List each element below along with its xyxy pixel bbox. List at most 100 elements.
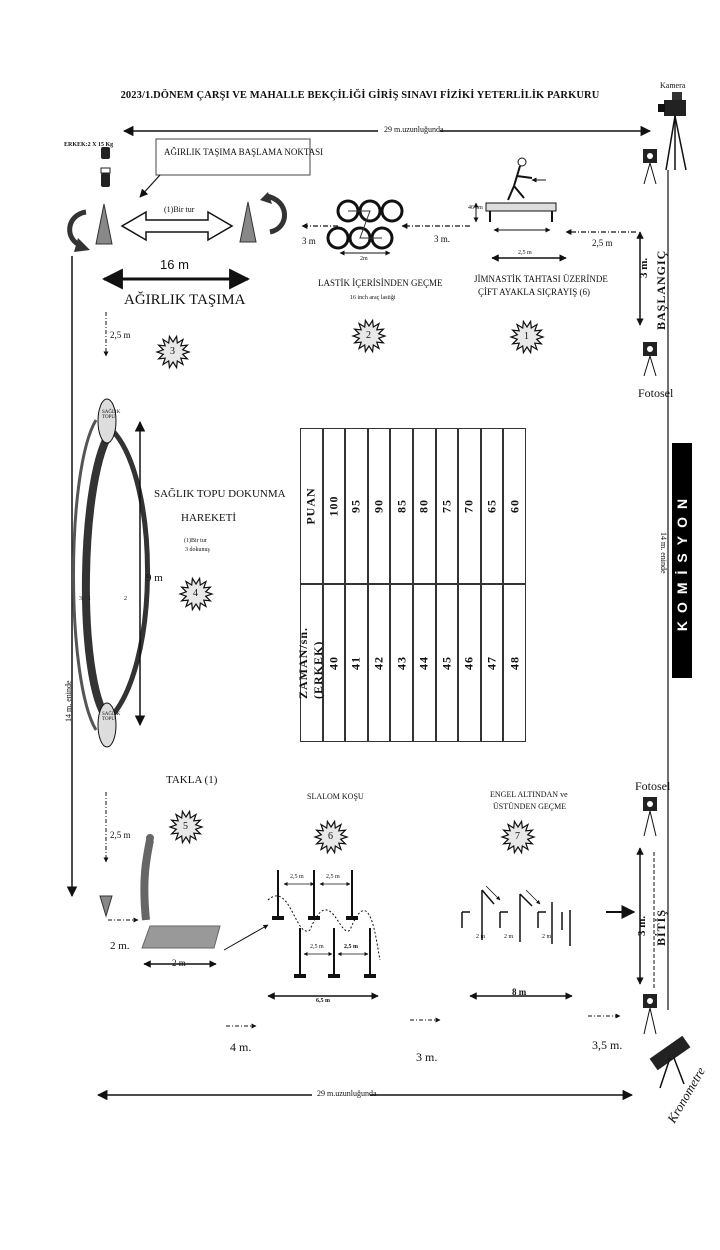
table-cell-puan-text: 65 bbox=[484, 499, 499, 513]
left-14m-label: 14 m. eninde bbox=[64, 680, 73, 722]
hurdle-dim-c: 2 m bbox=[542, 934, 552, 940]
commission-panel: KOMİSYON bbox=[672, 443, 692, 678]
start-fotosel-icon bbox=[643, 149, 657, 377]
dim-2m-mat: 2 m bbox=[172, 958, 186, 968]
chronometer-icon bbox=[649, 1035, 691, 1089]
weights-icon bbox=[100, 147, 111, 187]
station-2-starburst-icon bbox=[351, 318, 387, 354]
table-cell-puan-text: 80 bbox=[416, 499, 431, 513]
camera-label: Kamera bbox=[660, 81, 686, 90]
right-14m-label: 14 m. eninde bbox=[659, 532, 668, 574]
ball-note-2: 3 dokunuş bbox=[185, 547, 210, 553]
cone-right-icon bbox=[239, 201, 257, 243]
slalom-dim-a: 2,5 m bbox=[290, 874, 304, 880]
one-lap-label: (1)Bir tur bbox=[164, 205, 195, 214]
double-arrow-icon bbox=[120, 210, 234, 242]
slalom-dim-d: 2,5 m bbox=[344, 944, 358, 950]
station-3-starburst-icon bbox=[155, 334, 191, 370]
dim-2-5m-top: 2,5 m bbox=[592, 238, 613, 248]
top-dimension-label: 29 m.uzunluğunda bbox=[384, 125, 444, 134]
ball-title-1: SAĞLIK TOPU DOKUNMA bbox=[154, 488, 286, 500]
commission-label: KOMİSYON bbox=[674, 490, 690, 631]
dim-16m-label: 16 m bbox=[160, 257, 189, 272]
table-cell-puan-text: 75 bbox=[439, 499, 454, 513]
table-cell-zaman: 47 bbox=[480, 584, 504, 742]
dim-3m-b: 3 m. bbox=[434, 234, 451, 244]
station-6-number: 6 bbox=[328, 831, 333, 842]
hurdle-label-1: ENGEL ALTINDAN ve bbox=[490, 790, 568, 799]
takla-mat-icon bbox=[140, 834, 221, 949]
board-height: 46 cm bbox=[468, 205, 483, 211]
finish-label: BİTİŞ bbox=[654, 908, 668, 946]
slalom-poles-icon bbox=[267, 870, 381, 978]
ball-note-1: (1)Bir tur bbox=[184, 538, 207, 544]
weight-label: ERKEK:2 X 15 Kg bbox=[64, 142, 114, 148]
station-7-starburst-icon bbox=[500, 819, 536, 855]
table-cell-puan-text: 90 bbox=[371, 499, 386, 513]
takla-label: TAKLA (1) bbox=[166, 774, 218, 786]
station-4-starburst-icon bbox=[178, 576, 214, 612]
dim-2-5m-left: 2,5 m bbox=[110, 330, 131, 340]
table-cell-zaman-text: 47 bbox=[484, 656, 499, 670]
table-cell-puan: 65 bbox=[480, 428, 504, 584]
table-header-puan-text: PUAN bbox=[303, 487, 318, 525]
table-cell-zaman: 43 bbox=[390, 584, 413, 742]
weight-start-box bbox=[155, 138, 311, 176]
station-2-number: 2 bbox=[366, 330, 371, 341]
table-cell-puan: 60 bbox=[503, 428, 526, 584]
table-cell-puan-text: 70 bbox=[461, 499, 476, 513]
table-cell-puan: 90 bbox=[367, 428, 391, 584]
table-header-puan: PUAN bbox=[300, 428, 323, 584]
table-cell-puan: 80 bbox=[413, 428, 436, 584]
table-cell-zaman-text: 43 bbox=[394, 656, 409, 670]
cone-left-icon bbox=[95, 203, 113, 245]
table-cell-zaman-text: 46 bbox=[461, 656, 476, 670]
table-cell-zaman-text: 45 bbox=[439, 656, 454, 670]
start-label: BAŞLANGIÇ bbox=[654, 249, 668, 330]
dim-3m-bottom: 3 m. bbox=[416, 1050, 438, 1064]
turn-arrow-right-icon bbox=[265, 193, 287, 235]
station-6-starburst-icon bbox=[313, 819, 349, 855]
dim-2m-side: 2 m. bbox=[110, 940, 130, 952]
table-cell-puan-text: 60 bbox=[507, 499, 522, 513]
hurdle-dim-a: 2 m bbox=[476, 934, 486, 940]
finish-fotosel-icon bbox=[643, 797, 657, 1035]
slalom-label: SLALOM KOŞU bbox=[307, 792, 364, 801]
camera-icon bbox=[658, 92, 687, 171]
board-length: 2,5 m bbox=[518, 250, 532, 256]
table-cell-puan-text: 100 bbox=[326, 495, 341, 517]
station-3-number: 3 bbox=[170, 346, 175, 357]
station-7-number: 7 bbox=[515, 831, 520, 842]
dim-4m: 4 m. bbox=[230, 1040, 252, 1054]
board-label-2: ÇİFT AYAKLA SIÇRAYIŞ (6) bbox=[478, 287, 590, 297]
hurdle-dim-b: 2 m bbox=[504, 934, 514, 940]
ball-title-2: HAREKETİ bbox=[181, 512, 236, 524]
ball-top-label: SAĞLIK TOPU bbox=[102, 410, 121, 420]
fotosel-top-label: Fotosel bbox=[638, 386, 674, 400]
table-cell-zaman: 46 bbox=[458, 584, 481, 742]
dim-3m-a: 3 m bbox=[302, 236, 316, 246]
hurdle-label-2: ÜSTÜNDEN GEÇME bbox=[493, 802, 567, 811]
weight-start-label: AĞIRLIK TAŞIMA BAŞLAMA NOKTASI bbox=[164, 147, 324, 157]
cone-bottom-icon bbox=[99, 895, 113, 918]
station-1-starburst-icon bbox=[509, 319, 545, 355]
finish-width: 3 m. bbox=[636, 915, 648, 936]
start-width: 3 m. bbox=[638, 257, 650, 278]
dim-9m-label: 9 m bbox=[146, 572, 163, 584]
board-label-1: JİMNASTİK TAHTASI ÜZERİNDE bbox=[474, 274, 608, 284]
tire-spacing: 2m bbox=[360, 256, 368, 262]
slalom-dim-b: 2,5 m bbox=[326, 874, 340, 880]
table-cell-zaman-text: 40 bbox=[326, 656, 341, 670]
table-cell-puan: 75 bbox=[435, 428, 459, 584]
slalom-dim-c: 2,5 m bbox=[310, 944, 324, 950]
station-4-number: 4 bbox=[193, 588, 198, 599]
ball-bottom-label: SAĞLIK TOPU bbox=[102, 712, 121, 722]
gymnastic-board-icon bbox=[485, 157, 557, 222]
tire-note: 16 inch araç lastiği bbox=[350, 295, 396, 301]
slalom-6-5m: 6,5 m bbox=[316, 998, 330, 1004]
bottom-dimension-label: 29 m.uzunluğunda bbox=[317, 1089, 377, 1098]
hurdles-icon bbox=[461, 889, 571, 946]
circle-num-2: 2 bbox=[124, 596, 127, 602]
